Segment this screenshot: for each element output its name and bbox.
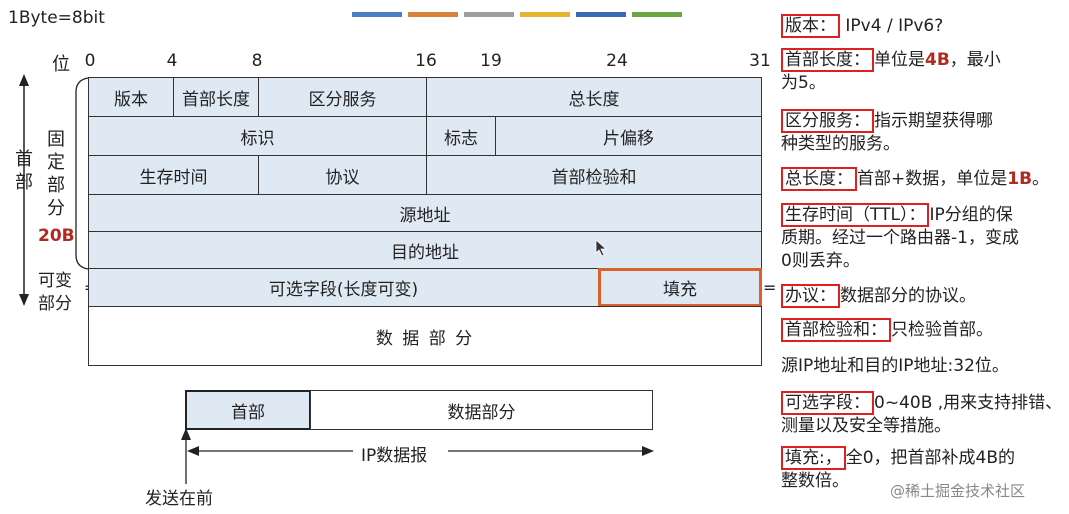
fixed-size-label: 20B <box>38 226 75 246</box>
byte-bit-note: 1Byte=8bit <box>8 8 105 28</box>
header-arrow-down <box>19 294 29 306</box>
bit-19: 19 <box>480 51 502 71</box>
field-diff-service: 区分服务 <box>258 77 427 117</box>
datagram-label: IP数据报 <box>361 446 428 466</box>
datagram-data: 数据部分 <box>310 390 653 430</box>
annotation-header-length: 首部长度：单位是4B，最小 为5。 <box>781 48 1001 93</box>
header-arrow-up <box>19 74 29 86</box>
bit-24: 24 <box>606 51 628 71</box>
fixed-part-label: 固定部分 <box>47 129 65 219</box>
field-flags: 标志 <box>426 116 496 156</box>
variable-label-2: 部分 <box>38 294 72 314</box>
field-dst-addr: 目的地址 <box>88 231 762 269</box>
stripe-green <box>632 12 682 17</box>
annotation-total-length: 总长度：首部+数据，单位是1B。 <box>781 167 1049 191</box>
annotation-addresses: 源IP地址和目的IP地址:32位。 <box>781 356 1009 376</box>
stripe-darkblue <box>576 12 626 17</box>
header-side-label: 首部 <box>15 149 33 193</box>
stripe-yellow <box>520 12 570 17</box>
stripe-blue <box>352 12 402 17</box>
datagram-arrow-left <box>187 446 199 456</box>
fixed-brace <box>75 77 89 270</box>
field-src-addr: 源地址 <box>88 194 762 232</box>
annotation-padding: 填充:，全0，把首部补成4B的 整数倍。 <box>781 446 1016 491</box>
variable-marker-right: = <box>763 278 777 297</box>
stripe-orange <box>408 12 458 17</box>
annotation-protocol: 办议：数据部分的协议。 <box>781 284 976 308</box>
datagram-header: 首部 <box>185 390 311 430</box>
stripe-gray <box>464 12 514 17</box>
left-brackets <box>19 74 89 306</box>
field-version: 版本 <box>88 77 174 117</box>
datagram-arrow-right <box>642 446 654 456</box>
annotation-ttl: 生存时间（TTL）：IP分组的保 质期。经过一个路由器-1，变成 0则丢弃。 <box>781 203 1019 271</box>
field-options: 可选字段(长度可变) <box>88 268 599 307</box>
field-fragment-offset: 片偏移 <box>495 116 762 156</box>
field-header-length: 首部长度 <box>173 77 259 117</box>
bit-0: 0 <box>84 51 96 71</box>
bit-16: 16 <box>415 51 437 71</box>
annotation-header-checksum: 首部检验和：只检验首部。 <box>781 318 993 342</box>
watermark: @稀土掘金技术社区 <box>890 482 1026 500</box>
mouse-cursor-icon <box>595 239 608 257</box>
bit-8: 8 <box>251 51 263 71</box>
variable-label-1: 可变 <box>38 271 72 291</box>
annotation-version: 版本： IPv4 / IPv6? <box>781 14 943 38</box>
send-first-label: 发送在前 <box>145 489 213 509</box>
field-data: 数 据 部 分 <box>88 306 762 366</box>
annotation-options: 可选字段：0~40B ,用来支持排错、 测量以及安全等措施。 <box>781 391 1063 436</box>
send-first-arrow <box>181 428 191 440</box>
annotation-version-term: 版本： <box>781 14 840 38</box>
bit-31: 31 <box>749 51 771 71</box>
bit-position-label: 位 <box>52 54 70 75</box>
field-padding: 填充 <box>598 268 762 307</box>
datagram-arrows <box>181 428 654 484</box>
annotation-diff-service: 区分服务：指示期望获得哪 种类型的服务。 <box>781 109 993 154</box>
bit-4: 4 <box>166 51 178 71</box>
